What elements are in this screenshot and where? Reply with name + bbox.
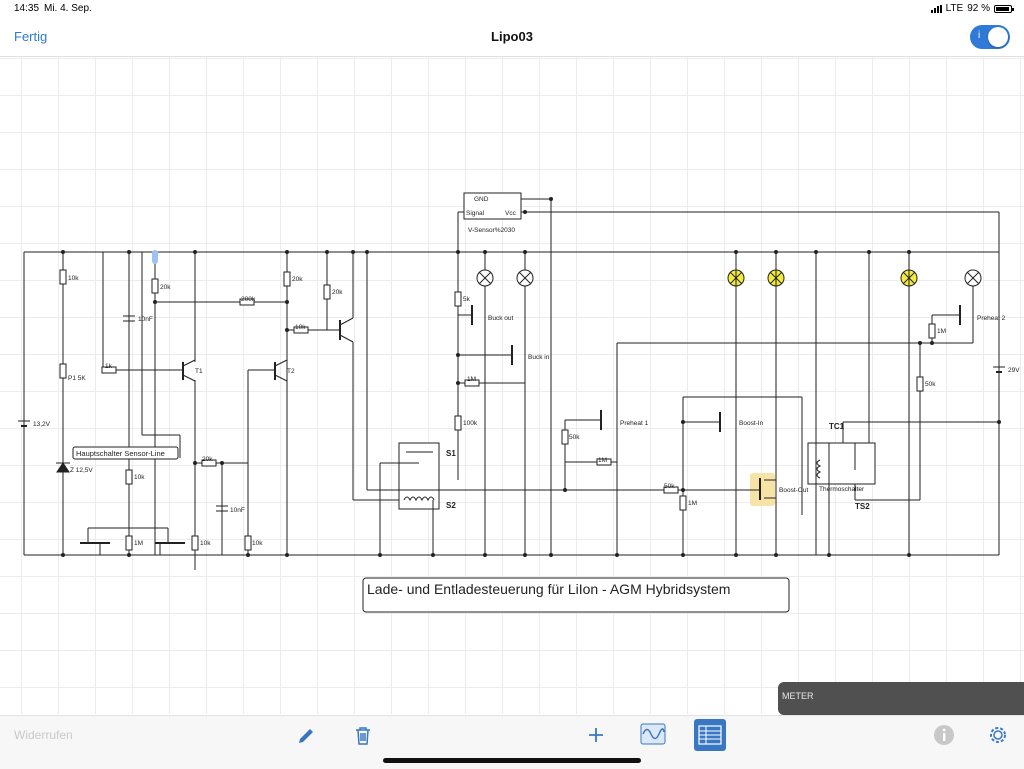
pencil-icon[interactable] [296, 726, 316, 751]
wave-icon[interactable] [640, 723, 666, 750]
label-r-1m-right: 1M [937, 328, 946, 335]
meter-panel[interactable]: METER [778, 682, 1024, 715]
label-r-20k-t2: 20k [292, 276, 303, 283]
label-preheat2: Preheat 2 [977, 315, 1006, 322]
status-indicators: LTE 92 % [930, 3, 1014, 14]
label-r-1m-buck: 1M [467, 376, 476, 383]
label-preheat1: Preheat 1 [620, 420, 649, 427]
label-cap-10nf: 10nF [138, 316, 153, 323]
label-r-100k: 100k [463, 420, 478, 427]
label-r-1m-boost: 1M [688, 500, 697, 507]
undo-button[interactable]: Widerrufen [14, 728, 73, 742]
plus-icon[interactable] [587, 726, 605, 749]
sensor-gnd-label: GND [474, 196, 489, 203]
schematic-canvas[interactable]: GND Signal Vcc V-Sensor%2030 10k 20k 10n… [0, 57, 1024, 714]
label-r-50k-pre: 50k [569, 434, 580, 441]
label-r-200k: 200k [241, 296, 256, 303]
status-time: 14:35 [14, 3, 40, 14]
label-r-5k: 5k [463, 296, 471, 303]
label-battery-right: 29V [1008, 367, 1020, 374]
label-r-10k-left: 10k [68, 275, 79, 282]
label-battery-left: 13,2V [33, 421, 51, 428]
label-boost-out: Boost-Out [779, 487, 808, 494]
label-cap-10nf-low: 10nF [230, 507, 245, 514]
sensor-signal-label: Signal [466, 210, 485, 217]
label-r-1m-pre: 1M [598, 457, 607, 464]
schematic-title: Lade- und Entladesteuerung für LiIon - A… [367, 581, 730, 597]
label-r-1m-low: 1M [134, 540, 143, 547]
label-t1: T1 [195, 368, 203, 375]
circuit-schematic[interactable]: GND Signal Vcc V-Sensor%2030 10k 20k 10n… [0, 57, 1024, 714]
label-r-20k-right: 20k [332, 289, 343, 296]
meter-label: METER [782, 691, 814, 701]
status-date: Mi. 4. Sep. [44, 3, 92, 14]
label-t2: T2 [287, 368, 295, 375]
signal-icon [930, 4, 942, 13]
sensor-vcc-label: Vcc [505, 210, 517, 217]
done-button[interactable]: Fertig [14, 29, 48, 44]
toggle-knob [988, 27, 1008, 47]
selection-handle[interactable] [152, 250, 158, 264]
network-type: LTE [945, 3, 964, 14]
label-r-20k-low: 20k [202, 456, 213, 463]
label-ts2: TS2 [855, 502, 870, 511]
label-r-10k-b: 10k [252, 540, 263, 547]
document-title: Lipo03 [491, 29, 533, 44]
label-r-50k-boost: 50k [664, 483, 675, 490]
label-tc1: TC1 [829, 422, 845, 431]
label-zener: Z 12,5V [70, 467, 93, 474]
label-r-10k-mid: 10k [295, 324, 306, 331]
gear-icon[interactable] [987, 724, 1009, 751]
label-r-50k-right: 50k [925, 381, 936, 388]
label-buck-out: Buck out [488, 315, 513, 322]
label-r-1k: 1k [105, 363, 113, 370]
label-r-10k-low: 10k [134, 474, 145, 481]
info-toggle[interactable]: i [970, 25, 1010, 49]
toggle-label: i [978, 30, 981, 41]
label-r-10k-a: 10k [200, 540, 211, 547]
schematic-title-box[interactable] [362, 577, 790, 613]
label-s2: S2 [446, 501, 456, 510]
label-boost-in: Boost-In [739, 420, 764, 427]
battery-percent: 92 % [967, 3, 990, 14]
label-thermo: Thermoschalter [819, 486, 865, 493]
list-icon[interactable] [694, 719, 726, 756]
label-s1: S1 [446, 449, 456, 458]
info-icon[interactable] [933, 724, 955, 751]
trash-icon[interactable] [354, 726, 372, 751]
navigation-bar: Fertig Lipo03 i [0, 18, 1024, 57]
label-r-20k-t1: 20k [160, 284, 171, 291]
sensor-label: V-Sensor%2030 [468, 227, 515, 234]
battery-icon [994, 4, 1014, 13]
label-pot: P1 5K [68, 375, 86, 382]
label-main-switch: Hauptschalter Sensor-Line [76, 449, 165, 458]
status-bar: 14:35 Mi. 4. Sep. LTE 92 % [0, 0, 1024, 18]
home-indicator [383, 758, 641, 763]
label-buck-in: Buck in [528, 354, 550, 361]
